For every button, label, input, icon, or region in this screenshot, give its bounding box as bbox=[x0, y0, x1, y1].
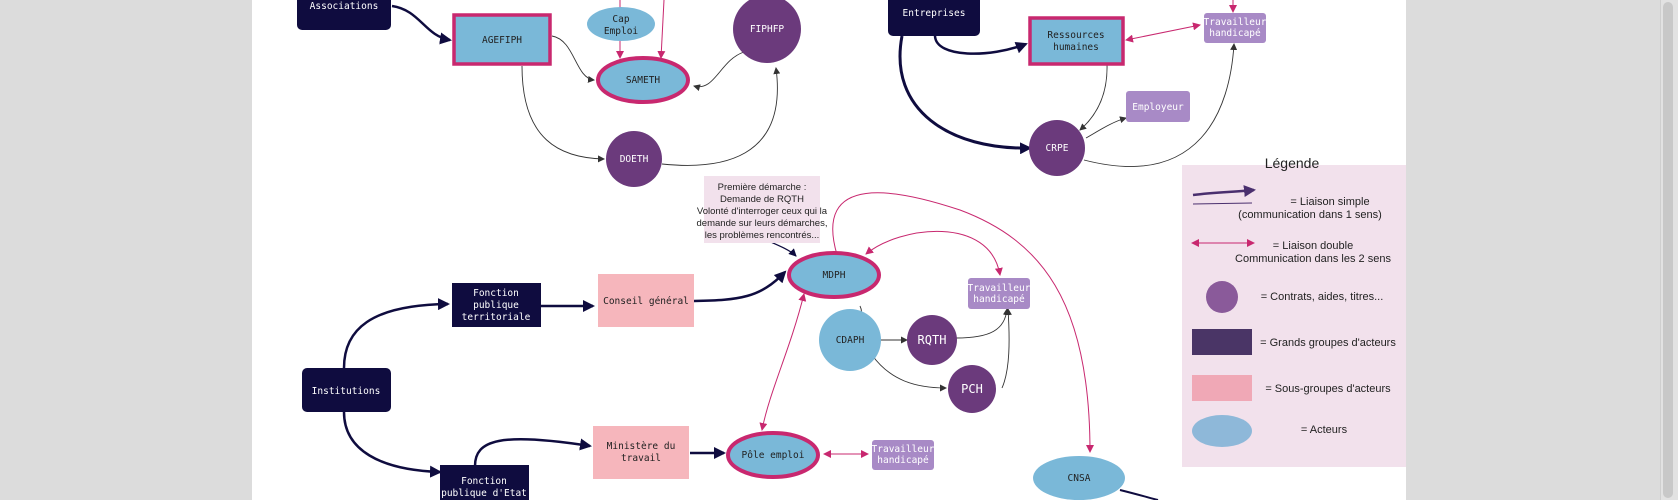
svg-text:Associations: Associations bbox=[310, 1, 379, 12]
note-premiere-demarche: Première démarche : Demande de RQTH Volo… bbox=[697, 176, 828, 243]
svg-text:= Grands groupes d'acteurs: = Grands groupes d'acteurs bbox=[1260, 337, 1396, 349]
scrollbar-thumb[interactable] bbox=[1663, 2, 1673, 498]
svg-text:travail: travail bbox=[621, 453, 661, 464]
svg-text:handicapé: handicapé bbox=[877, 455, 929, 466]
svg-text:Ministère du: Ministère du bbox=[607, 441, 676, 452]
node-mdph: MDPH bbox=[787, 251, 881, 299]
legend: Légende = Liaison simple (communication … bbox=[1182, 155, 1406, 467]
node-ministere-du-travail: Ministère du travail bbox=[593, 426, 689, 479]
node-conseil-general: Conseil général bbox=[598, 274, 694, 327]
svg-text:AGEFIPH: AGEFIPH bbox=[482, 35, 522, 46]
svg-text:SAMETH: SAMETH bbox=[626, 75, 661, 86]
svg-text:(communication dans 1 sens): (communication dans 1 sens) bbox=[1238, 209, 1382, 221]
node-travailleur-handicape-mdph: Travailleur handicapé bbox=[968, 278, 1031, 309]
svg-text:Ressources: Ressources bbox=[1047, 30, 1104, 41]
node-cdaph: CDAPH bbox=[819, 309, 881, 371]
svg-text:publique d'Etat: publique d'Etat bbox=[441, 488, 527, 499]
svg-text:Communication dans les 2 sens: Communication dans les 2 sens bbox=[1235, 253, 1391, 265]
svg-text:CDAPH: CDAPH bbox=[836, 335, 865, 346]
svg-text:Travailleur: Travailleur bbox=[968, 283, 1031, 294]
svg-text:= Contrats, aides, titres...: = Contrats, aides, titres... bbox=[1261, 291, 1384, 303]
node-ressources-humaines: Ressources humaines bbox=[1028, 16, 1125, 66]
svg-text:= Acteurs: = Acteurs bbox=[1301, 424, 1348, 436]
legend-simple-arrow bbox=[1192, 185, 1256, 198]
node-employeur: Employeur bbox=[1126, 91, 1190, 122]
svg-text:Emploi: Emploi bbox=[604, 26, 639, 37]
node-cap-emploi: Cap Emploi bbox=[587, 7, 655, 41]
svg-text:Employeur: Employeur bbox=[1132, 102, 1184, 113]
node-cnsa: CNSA bbox=[1033, 456, 1125, 500]
svg-text:Première démarche :: Première démarche : bbox=[718, 182, 807, 193]
svg-text:Entreprises: Entreprises bbox=[903, 8, 966, 19]
legend-liaison-simple-label: = Liaison simple bbox=[1290, 196, 1369, 208]
connectors bbox=[342, 0, 1238, 500]
svg-text:RQTH: RQTH bbox=[918, 333, 947, 347]
legend-liaison-double-label: = Liaison double bbox=[1273, 240, 1353, 252]
node-pole-emploi: Pôle emploi bbox=[726, 431, 820, 479]
svg-text:Travailleur: Travailleur bbox=[872, 444, 935, 455]
svg-text:Conseil général: Conseil général bbox=[603, 296, 689, 307]
node-rqth: RQTH bbox=[907, 315, 957, 365]
svg-text:DOETH: DOETH bbox=[620, 154, 649, 165]
legend-circle-swatch bbox=[1206, 281, 1238, 313]
node-fiphfp: FIPHFP bbox=[733, 0, 801, 63]
svg-text:publique: publique bbox=[473, 300, 519, 311]
svg-text:Travailleur: Travailleur bbox=[1204, 17, 1267, 28]
svg-text:Pôle emploi: Pôle emploi bbox=[742, 450, 805, 461]
legend-ellipse-swatch bbox=[1192, 415, 1252, 447]
svg-text:PCH: PCH bbox=[961, 382, 983, 396]
node-sameth: SAMETH bbox=[596, 56, 690, 104]
svg-text:CNSA: CNSA bbox=[1068, 473, 1091, 484]
svg-text:FIPHFP: FIPHFP bbox=[750, 24, 785, 35]
node-travailleur-handicape-pole: Travailleur handicapé bbox=[872, 440, 935, 470]
svg-text:demande sur leurs démarches,: demande sur leurs démarches, bbox=[697, 218, 828, 229]
svg-text:CRPE: CRPE bbox=[1046, 143, 1069, 154]
node-agefiph: AGEFIPH bbox=[452, 13, 552, 66]
node-associations: Associations bbox=[297, 0, 391, 30]
node-pch: PCH bbox=[948, 365, 996, 413]
legend-title: Légende bbox=[1265, 155, 1320, 171]
svg-text:handicapé: handicapé bbox=[1209, 28, 1261, 39]
legend-dark-swatch bbox=[1192, 329, 1252, 355]
svg-text:= Sous-groupes d'acteurs: = Sous-groupes d'acteurs bbox=[1265, 383, 1391, 395]
node-travailleur-handicape-rh: Travailleur handicapé bbox=[1204, 13, 1267, 43]
svg-text:les problèmes rencontrés...: les problèmes rencontrés... bbox=[705, 230, 820, 241]
svg-text:Fonction: Fonction bbox=[473, 288, 519, 299]
svg-text:handicapé: handicapé bbox=[973, 294, 1025, 305]
svg-text:territoriale: territoriale bbox=[462, 312, 531, 323]
svg-text:Demande de RQTH: Demande de RQTH bbox=[720, 194, 804, 205]
node-institutions: Institutions bbox=[302, 368, 391, 412]
node-fonction-publique-etat: Fonction publique d'Etat bbox=[440, 465, 529, 500]
svg-text:humaines: humaines bbox=[1053, 42, 1099, 53]
svg-text:Institutions: Institutions bbox=[312, 386, 381, 397]
node-doeth: DOETH bbox=[606, 131, 662, 187]
node-crpe: CRPE bbox=[1029, 120, 1085, 176]
svg-text:MDPH: MDPH bbox=[823, 270, 846, 281]
svg-text:Volonté d'interroger ceux qui: Volonté d'interroger ceux qui la bbox=[697, 206, 828, 217]
node-fonction-publique-territoriale: Fonction publique territoriale bbox=[452, 283, 541, 327]
svg-text:Cap: Cap bbox=[612, 14, 629, 25]
node-entreprises: Entreprises bbox=[888, 0, 980, 36]
legend-pink-swatch bbox=[1192, 375, 1252, 401]
svg-text:Fonction: Fonction bbox=[461, 476, 507, 487]
